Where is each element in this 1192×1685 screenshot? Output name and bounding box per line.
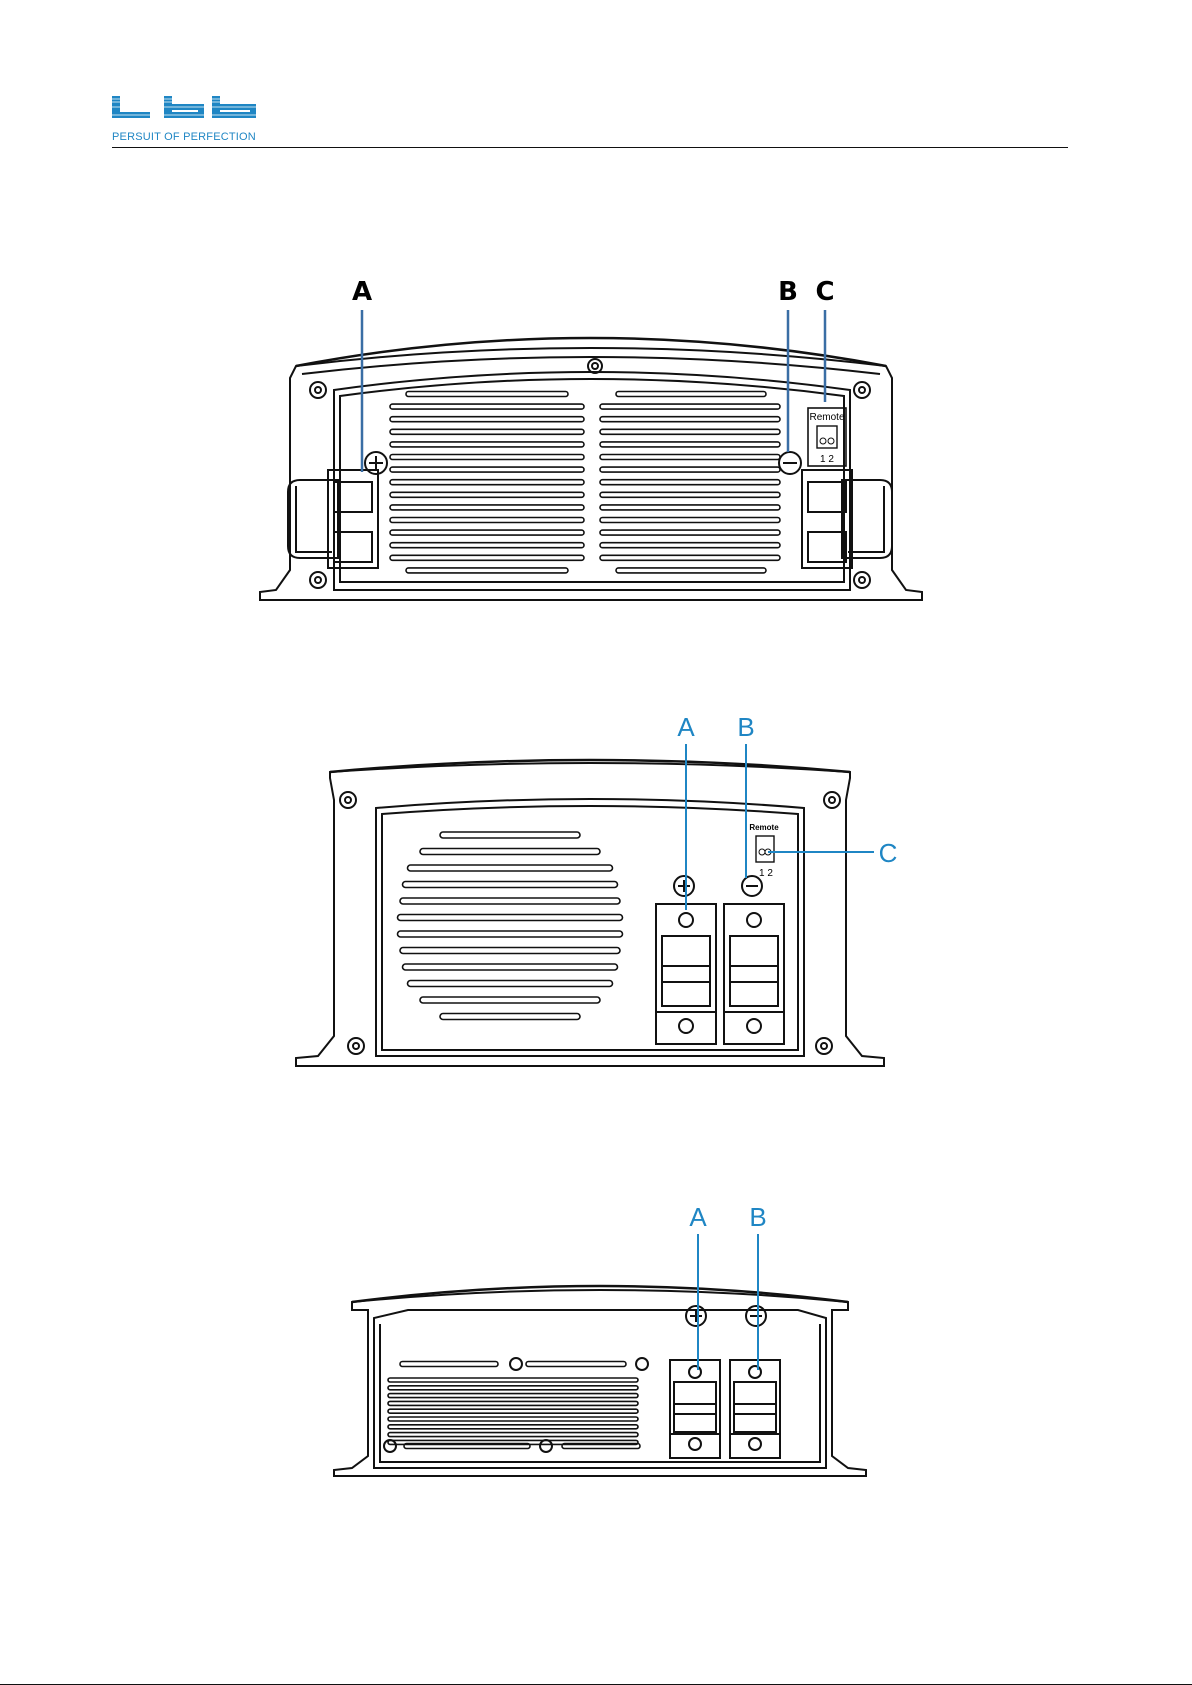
vent-slot [600, 455, 780, 460]
vent-slot [388, 1394, 638, 1398]
vent-slot [388, 1386, 638, 1390]
figure-front-view-1: Remote 1 2 A B C [250, 270, 940, 610]
figure-front-view-3: A B [330, 1200, 870, 1490]
vent-slot [400, 898, 620, 904]
remote-switch: Remote 1 2 [808, 408, 846, 466]
vent-slot [600, 467, 780, 472]
vent-slot [600, 429, 780, 434]
vent-slot [420, 849, 600, 855]
brand-tagline: PERSUIT OF PERFECTION [112, 131, 256, 143]
vent-slot [390, 417, 584, 422]
vent-slot [600, 442, 780, 447]
vent-slot [390, 492, 584, 497]
vent-slot [600, 404, 780, 409]
vent-slot [388, 1425, 638, 1429]
vent-slot [400, 1362, 498, 1367]
vent-slot [440, 832, 580, 838]
minus-terminal-icon [779, 452, 801, 474]
vent-slot [390, 404, 584, 409]
vent-slot [406, 568, 568, 573]
vent-slot [616, 392, 766, 397]
header-divider [112, 147, 1068, 148]
vent-slot [400, 948, 620, 954]
vent-slot [390, 467, 584, 472]
callout-a: A [677, 712, 695, 742]
vent-slot [403, 882, 618, 888]
vent-slot [390, 442, 584, 447]
vent-slot [390, 555, 584, 560]
figure-front-view-2: Remote 1 2 A B C [290, 710, 910, 1080]
callout-a: A [352, 277, 372, 307]
vent-slot [404, 1444, 530, 1449]
vent-slot [600, 518, 780, 523]
callout-b: B [749, 1202, 766, 1232]
plus-terminal-icon [674, 876, 694, 896]
callout-a: A [689, 1202, 707, 1232]
vent-slot [390, 429, 584, 434]
vent-slot [390, 530, 584, 535]
vent-slot [600, 555, 780, 560]
vent-slot [406, 392, 568, 397]
vent-slot [398, 915, 623, 921]
callout-c: C [815, 277, 834, 307]
vent-slot [600, 543, 780, 548]
vent-slot [390, 543, 584, 548]
minus-terminal-icon [742, 876, 762, 896]
vent-slot [390, 518, 584, 523]
vent-slot [390, 505, 584, 510]
remote-pins-label: 1 2 [820, 454, 834, 465]
callout-b: B [737, 712, 754, 742]
vent-slot [600, 505, 780, 510]
vent-slot [616, 568, 766, 573]
vent-slot [390, 480, 584, 485]
vent-slot [600, 530, 780, 535]
vent-slot [440, 1014, 580, 1020]
vent-slot [600, 492, 780, 497]
vent-slot [403, 964, 618, 970]
remote-label: Remote [749, 823, 779, 832]
vent-slot [562, 1444, 640, 1449]
vent-slot [420, 997, 600, 1003]
vent-slot [388, 1378, 638, 1382]
vent-slot [398, 931, 623, 937]
vent-slot [600, 417, 780, 422]
callout-c: C [879, 838, 898, 868]
vent-slot [600, 480, 780, 485]
remote-label: Remote [809, 412, 844, 423]
vent-slot [408, 865, 613, 871]
callout-b: B [778, 277, 798, 307]
vent-slot [408, 981, 613, 987]
vent-slot [388, 1409, 638, 1413]
vent-slot [526, 1362, 626, 1367]
vent-slot [388, 1417, 638, 1421]
vent-slot [388, 1433, 638, 1437]
vent-slot [390, 455, 584, 460]
vent-slot [388, 1401, 638, 1405]
remote-pins-label: 1 2 [759, 868, 773, 879]
